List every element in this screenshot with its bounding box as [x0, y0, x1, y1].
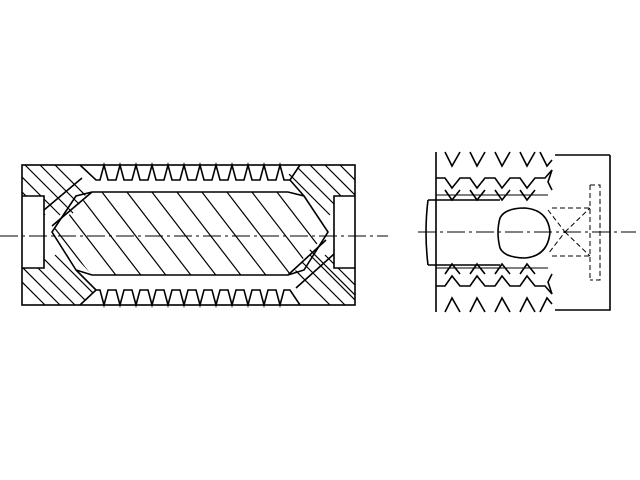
lower-right-channel — [287, 239, 335, 289]
detail-view — [418, 151, 636, 313]
left-top-hatching — [22, 165, 96, 216]
detail-bottom-outer-thread — [444, 296, 553, 313]
detail-top-outer-thread — [444, 151, 553, 168]
detail-bottom-inner-thread — [436, 273, 553, 295]
sectional-view — [0, 161, 388, 309]
body-outline — [21, 164, 356, 306]
left-bottom-hatching — [22, 238, 96, 305]
detail-bore-wall — [428, 199, 500, 266]
right-top-hatching — [282, 165, 355, 216]
top-thread — [79, 161, 301, 181]
core-hatching — [52, 192, 328, 275]
bottom-thread — [79, 289, 301, 309]
lower-left-channel — [75, 269, 97, 291]
detail-ball — [497, 207, 551, 259]
detail-bottom-root-teeth — [444, 262, 536, 275]
detail-top-inner-thread — [436, 169, 553, 191]
right-counterbore — [333, 195, 355, 269]
left-counterbore — [22, 195, 45, 269]
right-bottom-hatching — [282, 239, 355, 305]
upper-right-channel — [289, 179, 305, 197]
